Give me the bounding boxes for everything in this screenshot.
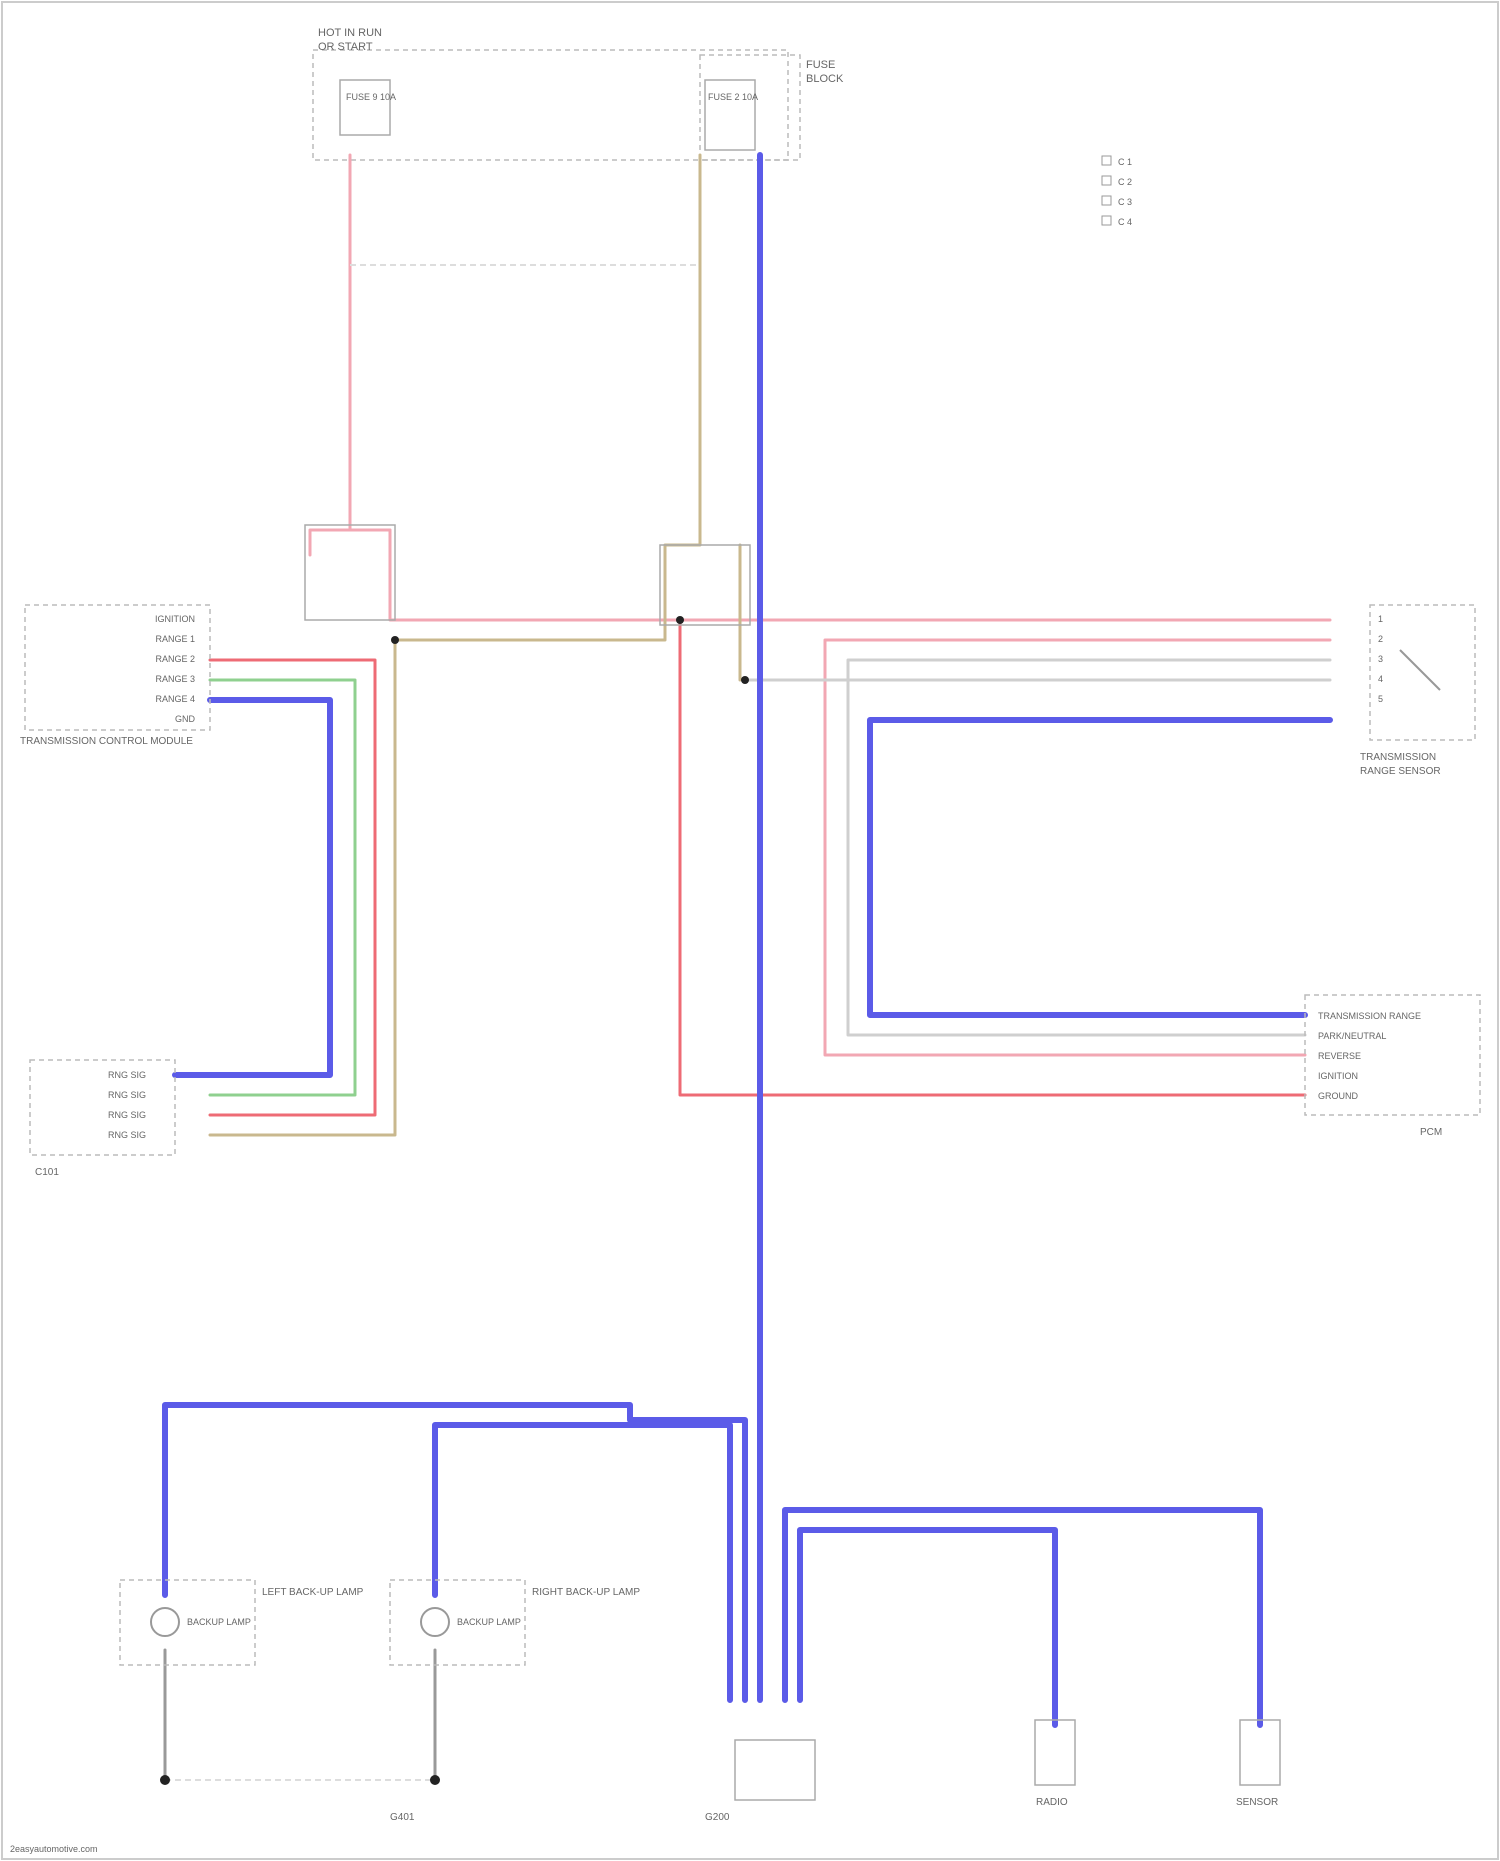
splice-tan: [391, 636, 399, 644]
wire-blue-comp-2: [785, 1510, 1260, 1725]
bottom-component-1: RADIO: [1035, 1720, 1075, 1808]
switch-contact: [1400, 650, 1440, 690]
connector-icon: [1102, 176, 1111, 185]
right-backup-lamp: BACKUP LAMP RIGHT BACK-UP LAMP: [390, 1580, 640, 1665]
fuse-box-right: FUSE BLOCK FUSE 2 10A: [700, 55, 844, 160]
splice-grey: [741, 676, 749, 684]
pcm-pin-label: REVERSE: [1318, 1051, 1361, 1061]
splice-pack-left: [305, 525, 395, 620]
pcm-title: PCM: [1420, 1127, 1442, 1138]
wire-tan-feed: [210, 155, 700, 1135]
tcm-pin-label: RANGE 3: [155, 674, 195, 684]
right-lamp-label: BACKUP LAMP: [457, 1617, 521, 1627]
footer-text: 2easyautomotive.com: [10, 1844, 98, 1854]
wire-grey-sensor: [848, 660, 1330, 1035]
legend-item-label: C 1: [1118, 157, 1132, 167]
pcm-pin-label: IGNITION: [1318, 1071, 1358, 1081]
sensor-pin-label: 1: [1378, 614, 1383, 624]
tcm-pin-label: RANGE 2: [155, 654, 195, 664]
wire-blue-sensor: [870, 720, 1330, 1015]
left-lamp-title: LEFT BACK-UP LAMP: [262, 1587, 364, 1598]
tcm-pin-label: RANGE 4: [155, 694, 195, 704]
wire-red-pcm: [680, 620, 1305, 1095]
left-backup-lamp: BACKUP LAMP LEFT BACK-UP LAMP: [120, 1580, 364, 1665]
lamp-bulb-icon: [421, 1608, 449, 1636]
wire-blue-right-lamp: [435, 1425, 730, 1700]
c101-pin-label: RNG SIG: [108, 1110, 146, 1120]
ground-left-title: G401: [390, 1812, 415, 1823]
ground-point-left: [160, 1775, 170, 1785]
sensor-pin-label: 5: [1378, 694, 1383, 704]
tcm-title: TRANSMISSION CONTROL MODULE: [20, 736, 193, 747]
wire-green-range: [210, 680, 355, 1095]
sensor-pin-label: 3: [1378, 654, 1383, 664]
c101-pin-label: RNG SIG: [108, 1130, 146, 1140]
tcm-pin-label: RANGE 1: [155, 634, 195, 644]
c101-connector: C101 RNG SIG RNG SIG RNG SIG RNG SIG: [30, 1060, 175, 1178]
fuse-9: [340, 80, 390, 135]
fuse-box-right-title-2: BLOCK: [806, 73, 844, 85]
splice-red: [676, 616, 684, 624]
splice-pack-right: [660, 545, 750, 625]
wire-pink-tcm: [310, 530, 390, 555]
bottom-component-2: SENSOR: [1236, 1720, 1280, 1808]
ground-block-center: G200: [705, 1740, 815, 1823]
pcm-pin-label: PARK/NEUTRAL: [1318, 1031, 1386, 1041]
legend-item-label: C 2: [1118, 177, 1132, 187]
c101-title: C101: [35, 1167, 59, 1178]
legend-item-label: C 4: [1118, 217, 1132, 227]
transmission-range-sensor: TRANSMISSION RANGE SENSOR 1 2 3 4 5: [1360, 605, 1475, 777]
connector-icon: [1102, 156, 1111, 165]
range-sensor-title-1: TRANSMISSION: [1360, 752, 1436, 763]
connector-icon: [1102, 216, 1111, 225]
c101-pin-label: RNG SIG: [108, 1090, 146, 1100]
bottom-comp-1-title: RADIO: [1036, 1797, 1068, 1808]
fuse-2-label: FUSE 2 10A: [708, 92, 758, 102]
wire-blue-range: [175, 700, 330, 1075]
fuse-box-right-title-1: FUSE: [806, 59, 835, 71]
sensor-pin-label: 2: [1378, 634, 1383, 644]
fuse-box-left-title-1: HOT IN RUN: [318, 27, 382, 39]
bottom-comp-2-title: SENSOR: [1236, 1797, 1278, 1808]
left-lamp-label: BACKUP LAMP: [187, 1617, 251, 1627]
connector-icon: [1102, 196, 1111, 205]
pcm-pin-label: TRANSMISSION RANGE: [1318, 1011, 1421, 1021]
tcm-pin-label: IGNITION: [155, 614, 195, 624]
sensor-pin-label: 4: [1378, 674, 1383, 684]
fuse-9-label: FUSE 9 10A: [346, 92, 396, 102]
wire-blue-comp-1: [800, 1530, 1055, 1725]
transmission-control-module: TRANSMISSION CONTROL MODULE IGNITION RANG…: [20, 605, 210, 747]
fuse-box-left-title-2: OR START: [318, 41, 373, 53]
wire-blue-left-lamp: [165, 1405, 745, 1700]
fuse-2: [705, 80, 755, 150]
lamp-bulb-icon: [151, 1608, 179, 1636]
pcm-pin-label: GROUND: [1318, 1091, 1358, 1101]
wire-red-sensor: [825, 640, 1330, 1055]
ground-point-right: [430, 1775, 440, 1785]
wire-pink-feed: [350, 155, 1330, 620]
range-sensor-title-2: RANGE SENSOR: [1360, 766, 1441, 777]
wire-red-range: [210, 660, 375, 1115]
c101-pin-label: RNG SIG: [108, 1070, 146, 1080]
ground-center-title: G200: [705, 1812, 730, 1823]
tcm-pin-label: GND: [175, 714, 196, 724]
connector-legend: C 1 C 2 C 3 C 4: [1102, 156, 1132, 227]
powertrain-control-module: PCM TRANSMISSION RANGE PARK/NEUTRAL REVERS…: [1305, 995, 1480, 1138]
legend-item-label: C 3: [1118, 197, 1132, 207]
right-lamp-title: RIGHT BACK-UP LAMP: [532, 1587, 640, 1598]
